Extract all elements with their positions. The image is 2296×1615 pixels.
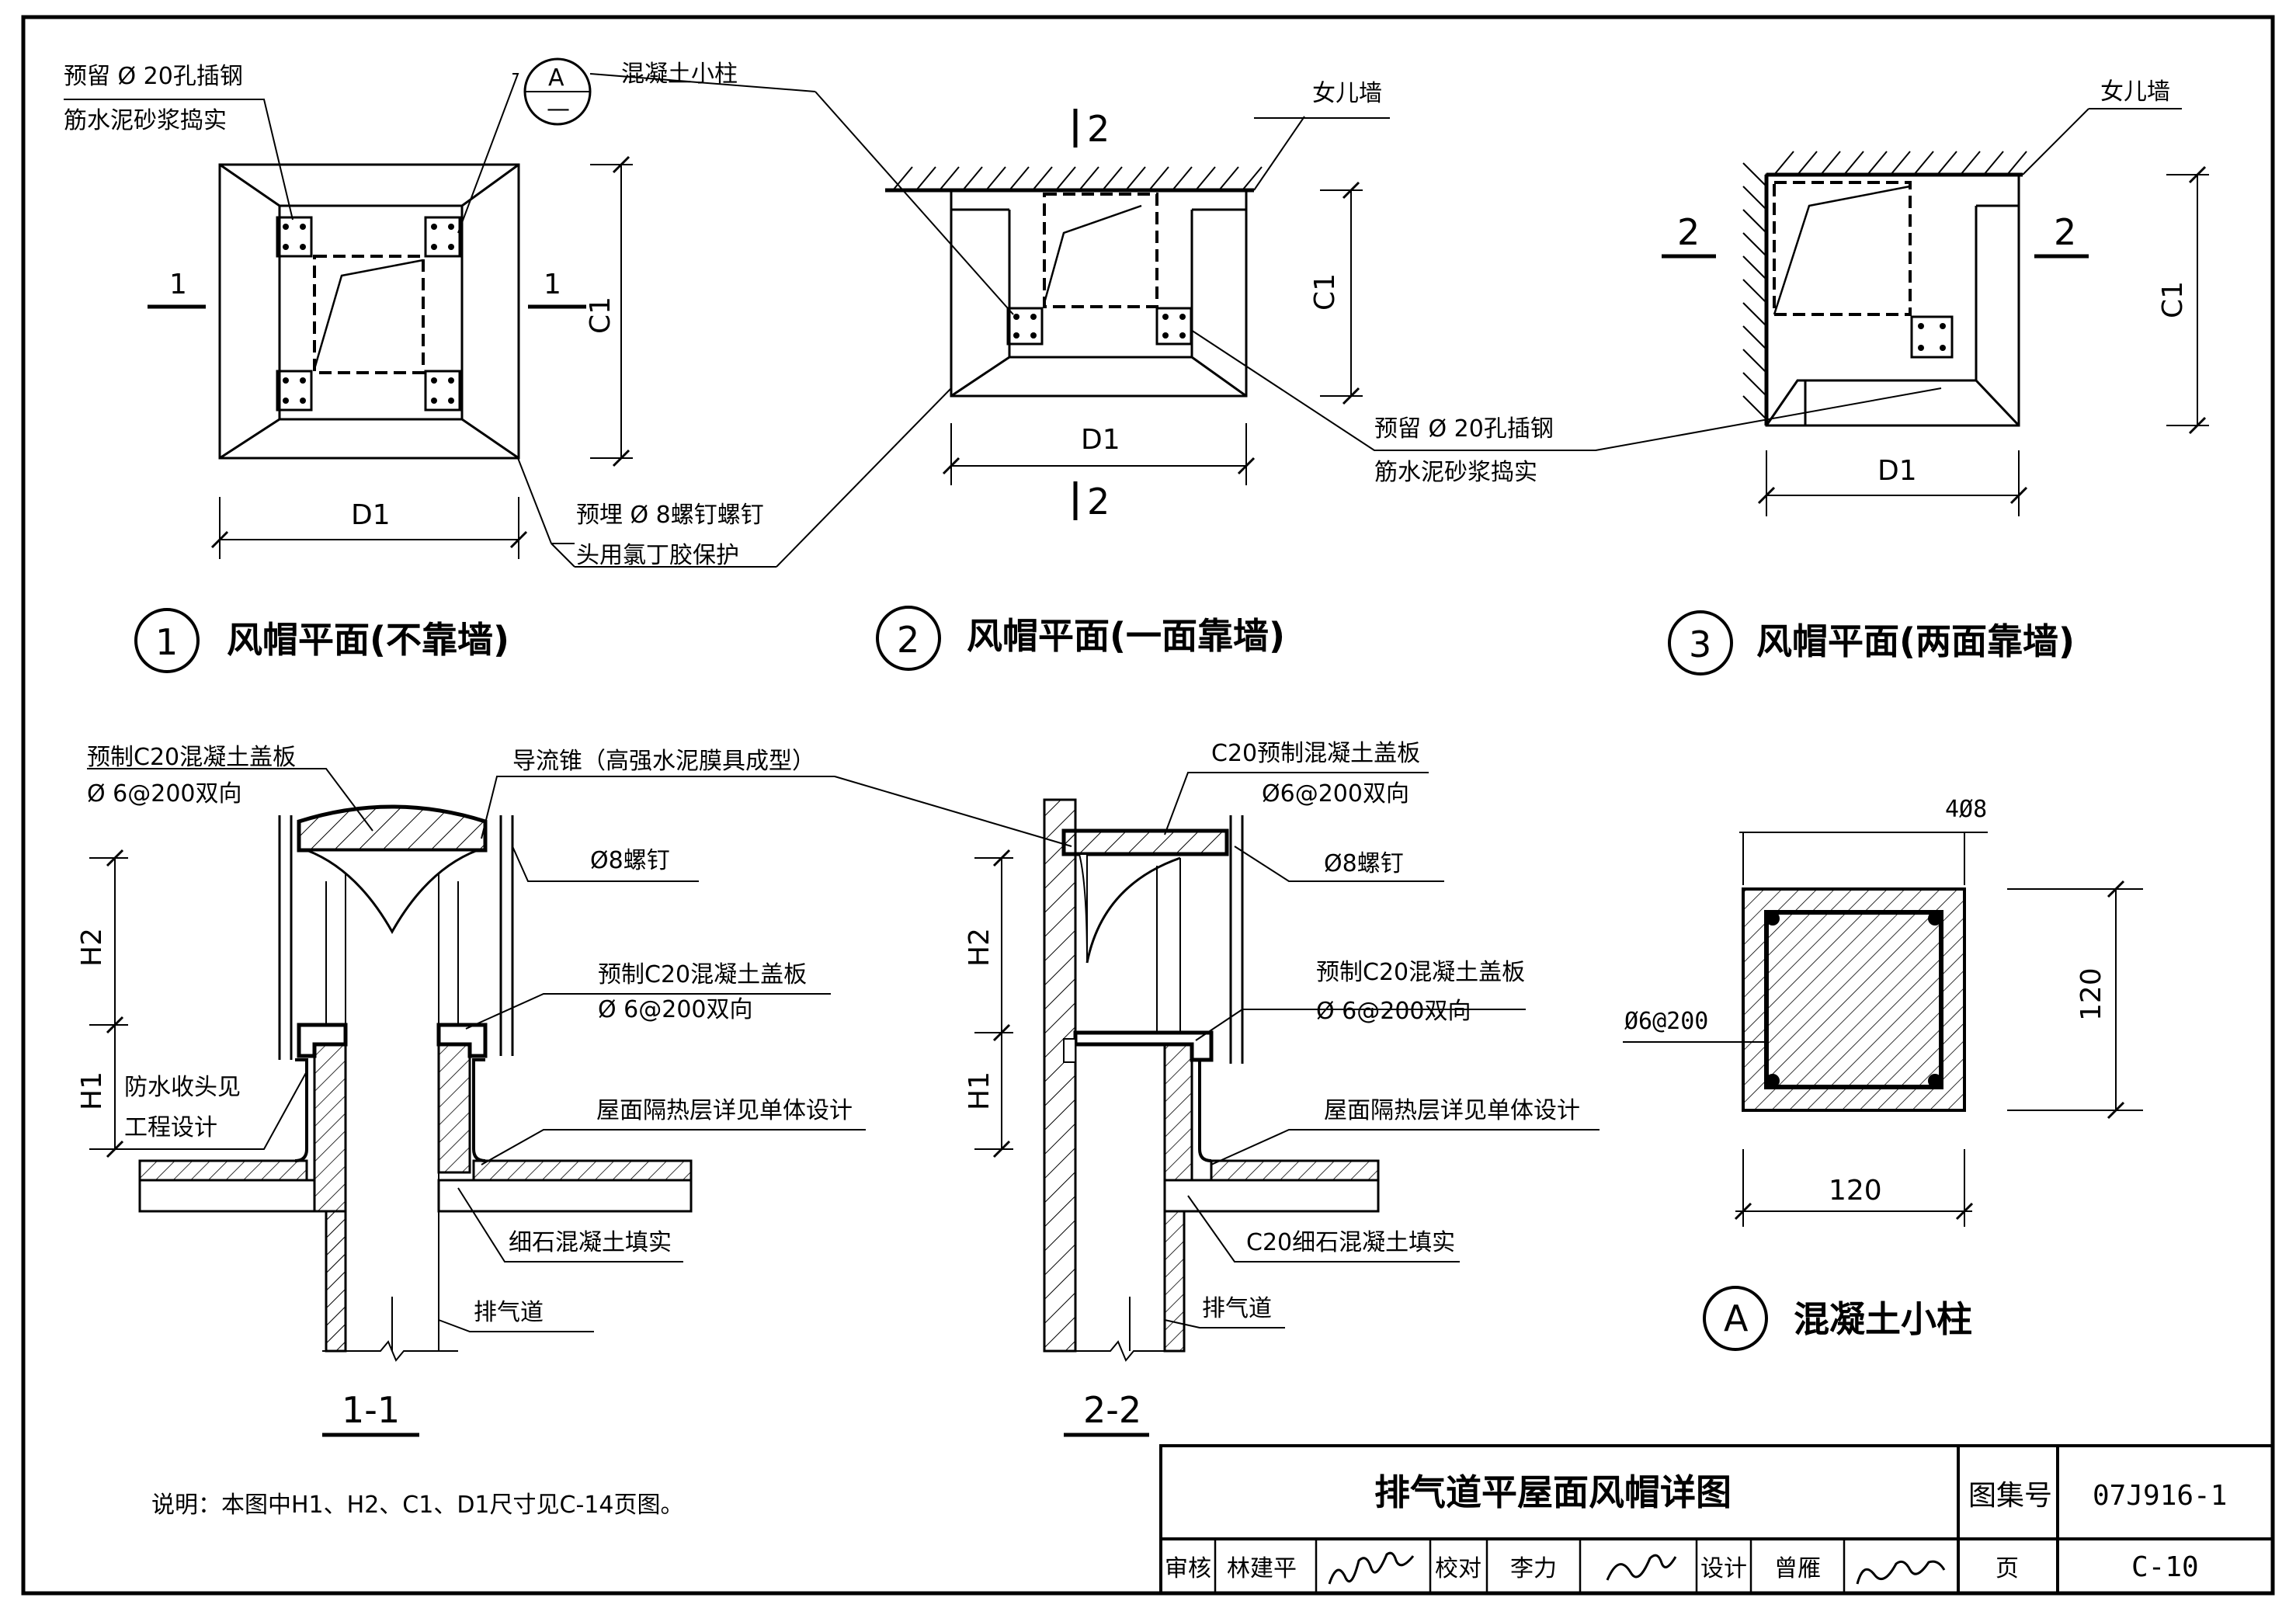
plan3-title: 风帽平面(两面靠墙) [1756, 620, 2075, 662]
plan2-dim-c1: C1 [1309, 273, 1341, 311]
title-block [1159, 1444, 2274, 1595]
plan3-section-left: 2 [1677, 211, 1700, 253]
detail-ref-letter: A [1724, 1297, 1749, 1339]
plan2-wall-label: 女儿墙 [1312, 80, 1382, 107]
s22-cover-top-line1: C20预制混凝土盖板 [1211, 740, 1420, 767]
s11-insulation: 屋面隔热层详见单体设计 [596, 1097, 853, 1124]
section-2-2 [974, 772, 1600, 1437]
s22-dim-h2: H2 [964, 928, 995, 967]
s11-dim-h1: H1 [76, 1071, 108, 1110]
s22-title: 2-2 [1083, 1389, 1141, 1431]
s11-cone: 导流锥（高强水泥膜具成型） [512, 748, 815, 775]
note-bolt-line1: 预埋 Ø 8螺钉螺钉 [576, 502, 764, 529]
plan1-section-left: 1 [169, 269, 187, 300]
title-block-title: 排气道平屋面风帽详图 [1374, 1471, 1732, 1513]
plan2-title: 风帽平面(一面靠墙) [967, 615, 1285, 657]
reviewer-name: 林建平 [1227, 1555, 1297, 1582]
designer-name: 曾雁 [1774, 1555, 1821, 1582]
plan3-section-right: 2 [2054, 211, 2076, 253]
plan1-dim-c1: C1 [585, 297, 617, 334]
s11-cover-top-line1: 预制C20混凝土盖板 [87, 744, 296, 771]
plan3-wall-label: 女儿墙 [2100, 78, 2170, 106]
note-bar-hole2-line1: 预留 Ø 20孔插钢 [1374, 415, 1554, 443]
note-bar-hole2-line2: 筋水泥砂浆捣实 [1374, 459, 1537, 486]
plan3-dim-c1: C1 [2157, 281, 2189, 318]
drawing-note: 说明：本图中H1、H2、C1、D1尺寸见C-14页图。 [151, 1492, 683, 1519]
note-bolt-line2: 头用氯丁胶保护 [576, 542, 739, 569]
bolt-leader-plan2 [776, 387, 952, 568]
plan-3 [1662, 108, 2209, 516]
s22-screw: Ø8螺钉 [1324, 850, 1404, 877]
detail-dim-h: 120 [1829, 1175, 1882, 1207]
check-label: 校对 [1435, 1555, 1481, 1582]
atlas-label: 图集号 [1968, 1480, 2052, 1512]
s22-duct: 排气道 [1202, 1295, 1272, 1322]
plan2-number-circle [876, 606, 941, 671]
detail-rebar: 4Ø8 [1945, 796, 1987, 823]
s11-title: 1-1 [342, 1389, 400, 1431]
plan2-number: 2 [897, 619, 919, 661]
note-bar-hole-line1: 预留 Ø 20孔插钢 [64, 63, 243, 90]
plan1-title: 风帽平面(不靠墙) [227, 619, 509, 661]
column-ref-sub: — [547, 96, 570, 123]
plan1-number-circle [134, 608, 200, 673]
s11-duct: 排气道 [474, 1299, 544, 1326]
plan2-section-top: 2 [1087, 108, 1110, 150]
section-1-1 [87, 768, 1072, 1437]
s11-cover-mid-line1: 预制C20混凝土盖板 [598, 961, 807, 988]
review-label: 审核 [1165, 1555, 1211, 1582]
plan1-section-right: 1 [544, 269, 561, 300]
s22-cover-mid-line2: Ø 6@200双向 [1316, 998, 1471, 1025]
detail-a [1623, 832, 2143, 1227]
s11-waterproof-line1: 防水收头见 [124, 1074, 241, 1101]
detail-title: 混凝土小柱 [1794, 1298, 1972, 1340]
s22-dim-h1: H1 [964, 1071, 995, 1110]
design-label: 设计 [1700, 1555, 1747, 1582]
column-ref-letter: A [548, 64, 564, 92]
s11-fill: 细石混凝土填实 [509, 1229, 672, 1256]
s11-waterproof-line2: 工程设计 [124, 1114, 217, 1141]
s22-insulation: 屋面隔热层详见单体设计 [1324, 1097, 1580, 1124]
detail-dim-v: 120 [2075, 967, 2107, 1021]
plan3-dim-d1: D1 [1877, 455, 1917, 487]
page-number: C-10 [2131, 1551, 2199, 1583]
detail-stirrup: Ø6@200 [1624, 1008, 1708, 1035]
s22-cover-mid-line1: 预制C20混凝土盖板 [1316, 959, 1525, 986]
s11-dim-h2: H2 [76, 928, 108, 967]
s22-fill: C20细石混凝土填实 [1246, 1229, 1455, 1256]
column-leader [815, 91, 1014, 315]
plan2-section-bottom: 2 [1087, 481, 1110, 523]
page-label: 页 [1996, 1555, 2019, 1582]
plan-2 [885, 109, 1390, 520]
plan1-dim-d1: D1 [351, 499, 391, 531]
plan1-number: 1 [155, 621, 178, 663]
atlas-number: 07J916-1 [2093, 1480, 2227, 1512]
checker-name: 李力 [1510, 1555, 1557, 1582]
bar-hole2-leader [1190, 329, 1942, 451]
s22-cover-top-line2: Ø6@200双向 [1262, 780, 1409, 808]
plan3-number: 3 [1689, 623, 1711, 665]
s11-cover-mid-line2: Ø 6@200双向 [598, 996, 753, 1023]
plan3-number-circle [1668, 610, 1733, 676]
s11-cover-top-line2: Ø 6@200双向 [87, 780, 242, 808]
plan2-dim-d1: D1 [1081, 424, 1120, 456]
note-bar-hole-line2: 筋水泥砂浆捣实 [64, 107, 227, 134]
sheet-border [21, 15, 2275, 1596]
plan-1 [64, 73, 776, 568]
column-ref-symbol [523, 57, 816, 126]
detail-ref-circle [1703, 1286, 1768, 1351]
note-column-label: 混凝土小柱 [621, 61, 738, 88]
s11-screw: Ø8螺钉 [590, 847, 670, 874]
